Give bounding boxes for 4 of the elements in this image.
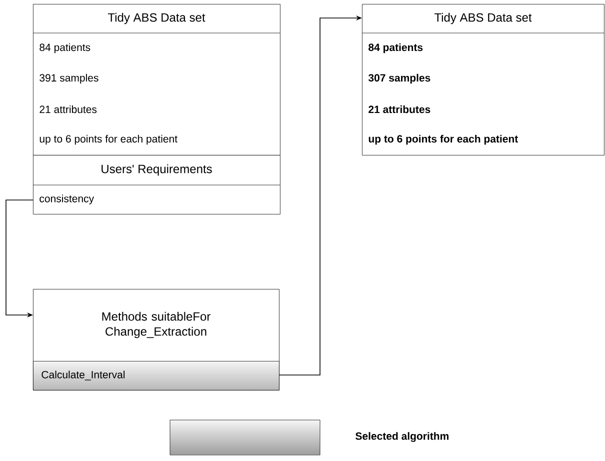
legend-label: Selected algorithm bbox=[356, 432, 448, 442]
data-table: Users' Requirements consistency bbox=[32, 155, 280, 214]
algorithm-bar: Calculate_Interval bbox=[33, 361, 280, 390]
data-table: Tidy ABS Data set 84 patients 307 samples 21 attributes up to 6 points for each patient bbox=[362, 4, 604, 156]
